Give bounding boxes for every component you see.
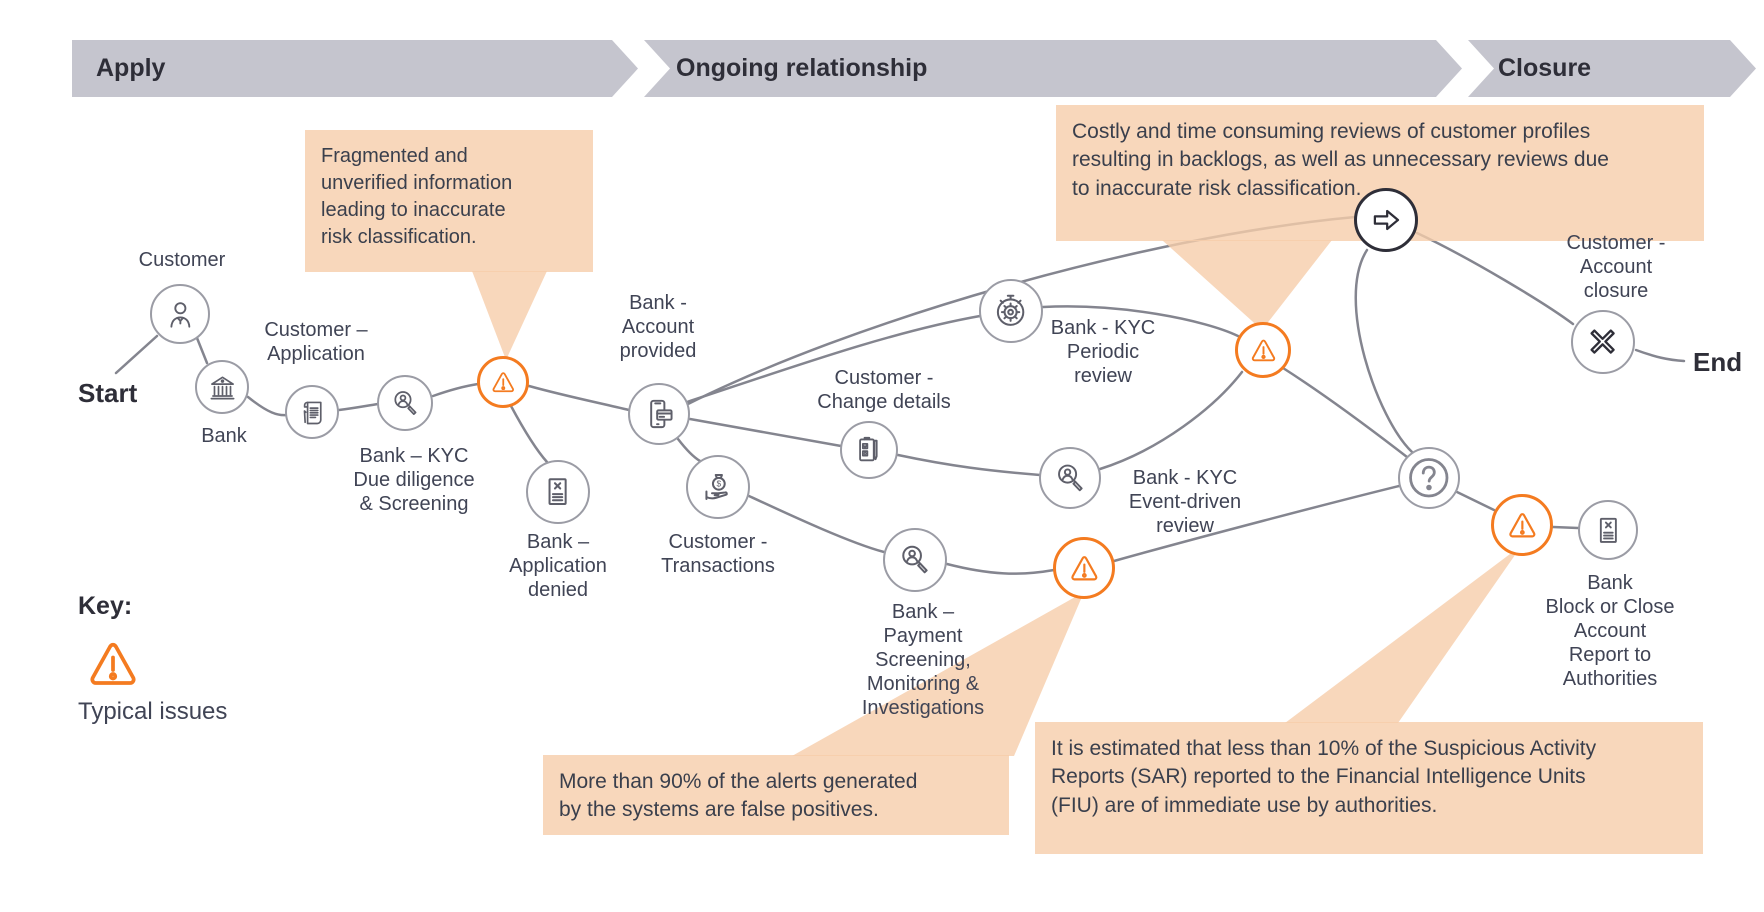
edge-warning2-question bbox=[1281, 366, 1409, 459]
denied-document-icon bbox=[1591, 513, 1626, 548]
node-kyc-due-diligence bbox=[377, 375, 433, 431]
warning-triangle-icon bbox=[80, 634, 146, 694]
question-mark-icon bbox=[1405, 454, 1453, 502]
node-block-close-report bbox=[1578, 500, 1638, 560]
label-bank-payment-screening: Bank – Payment Screening, Monitoring & I… bbox=[861, 601, 985, 719]
label-bank-kyc-periodic-review: Bank - KYC Periodic review bbox=[1050, 317, 1156, 387]
node-application-denied bbox=[526, 460, 590, 524]
callout-false-positives: More than 90% of the alerts generated by… bbox=[543, 755, 1009, 835]
edge-arrow-question bbox=[1354, 248, 1414, 454]
label-bank: Bank bbox=[201, 425, 247, 447]
callout-pointer-false-positives bbox=[792, 592, 1084, 756]
clipboard-check-icon bbox=[852, 433, 885, 466]
edge-account-change-details bbox=[688, 417, 843, 448]
issue-marker-3 bbox=[1053, 537, 1115, 599]
warning-triangle-icon bbox=[489, 368, 518, 397]
label-bank-account-provided: Bank - Account provided bbox=[619, 292, 697, 362]
label-customer-transactions: Customer - Transactions bbox=[661, 531, 775, 577]
node-closure-transition bbox=[1354, 188, 1418, 252]
phase-apply-label: Apply bbox=[96, 54, 166, 82]
edge-xclose-end bbox=[1634, 348, 1686, 363]
close-x-icon bbox=[1584, 323, 1621, 360]
label-customer-account-closure: Customer - Account closure bbox=[1566, 232, 1666, 302]
edge-application-kyc bbox=[337, 402, 380, 412]
key-warning-icon bbox=[80, 634, 146, 699]
issue-marker-2 bbox=[1235, 322, 1291, 378]
callout-fragmented-info: Fragmented and unverified information le… bbox=[305, 130, 593, 272]
edge-account-periodic-review bbox=[685, 314, 982, 404]
issue-marker-4 bbox=[1491, 494, 1553, 556]
node-payment-screening bbox=[883, 528, 947, 592]
start-label: Start bbox=[78, 378, 138, 408]
node-event-driven-review bbox=[1039, 447, 1101, 509]
edge-question-warning4 bbox=[1455, 490, 1496, 512]
edge-arrow-xclose bbox=[1415, 231, 1575, 326]
node-change-details bbox=[840, 421, 898, 479]
label-bank-application-denied: Bank – Application denied bbox=[509, 531, 607, 601]
phase-ongoing-relationship: Ongoing relationship bbox=[644, 40, 1462, 97]
edge-warning1-account-provided bbox=[527, 384, 631, 412]
search-person-icon bbox=[389, 387, 421, 419]
node-question bbox=[1398, 447, 1460, 509]
callout-pointer-sar bbox=[1285, 545, 1522, 723]
edge-periodic-review-warning2 bbox=[1041, 305, 1240, 338]
arrow-right-icon bbox=[1368, 202, 1404, 238]
label-bank-block-close-report: Bank Block or Close Account Report to Au… bbox=[1545, 572, 1675, 690]
node-bank bbox=[195, 360, 249, 414]
edge-account-transactions bbox=[676, 437, 702, 463]
bank-building-icon bbox=[207, 372, 238, 403]
phone-card-icon bbox=[641, 396, 677, 432]
edge-event-review-warning2 bbox=[1098, 370, 1244, 471]
edge-customer-bank bbox=[195, 336, 209, 365]
warning-triangle-icon bbox=[1505, 508, 1540, 543]
callout-pointer-costly bbox=[1162, 240, 1332, 330]
edge-start-customer bbox=[114, 334, 159, 375]
warning-triangle-icon bbox=[1067, 551, 1102, 586]
issue-marker-1 bbox=[477, 356, 529, 408]
edge-change-details-event-review bbox=[896, 453, 1042, 477]
edge-warning3-question bbox=[1112, 484, 1401, 563]
edge-transactions-payment-screening bbox=[747, 494, 886, 554]
label-customer-application: Customer – Application bbox=[264, 319, 368, 365]
document-pen-icon bbox=[297, 397, 328, 428]
phase-closure-label: Closure bbox=[1498, 54, 1592, 82]
callout-pointer-fragmented bbox=[472, 271, 547, 360]
person-icon bbox=[163, 297, 198, 332]
phase-closure: Closure bbox=[1468, 40, 1756, 97]
edge-payment-screening-warning3 bbox=[945, 562, 1056, 575]
end-label: End bbox=[1693, 347, 1743, 377]
edge-warning4-blockdoc bbox=[1551, 525, 1580, 530]
denied-document-icon bbox=[539, 473, 576, 510]
stopwatch-gear-icon bbox=[992, 292, 1029, 329]
edge-bank-application bbox=[246, 395, 289, 417]
phase-ongoing-label: Ongoing relationship bbox=[676, 54, 928, 82]
node-periodic-review bbox=[979, 279, 1043, 343]
phase-apply: Apply bbox=[72, 40, 638, 97]
node-account-closure bbox=[1571, 310, 1635, 374]
label-customer: Customer bbox=[138, 249, 226, 271]
label-bank-kyc-due-diligence: Bank – KYC Due diligence & Screening bbox=[353, 445, 475, 515]
key-typical-issues: Typical issues bbox=[78, 698, 228, 725]
node-account-provided bbox=[628, 383, 690, 445]
edge-warning1-application-denied bbox=[509, 404, 549, 464]
search-person-icon bbox=[896, 541, 933, 578]
label-customer-change-details: Customer - Change details bbox=[817, 367, 951, 413]
key-title: Key: bbox=[78, 592, 133, 620]
edge-kyc-warning1 bbox=[431, 382, 480, 398]
node-customer-application bbox=[285, 385, 339, 439]
node-customer bbox=[150, 284, 210, 344]
label-bank-kyc-event-driven-review: Bank - KYC Event-driven review bbox=[1128, 467, 1242, 537]
money-bag-hand-icon bbox=[699, 468, 736, 505]
callout-costly-reviews: Costly and time consuming reviews of cus… bbox=[1056, 105, 1704, 241]
search-person-icon bbox=[1052, 460, 1088, 496]
callout-sar-reports: It is estimated that less than 10% of th… bbox=[1035, 722, 1703, 854]
node-customer-transactions bbox=[686, 455, 750, 519]
warning-triangle-icon bbox=[1248, 335, 1279, 366]
